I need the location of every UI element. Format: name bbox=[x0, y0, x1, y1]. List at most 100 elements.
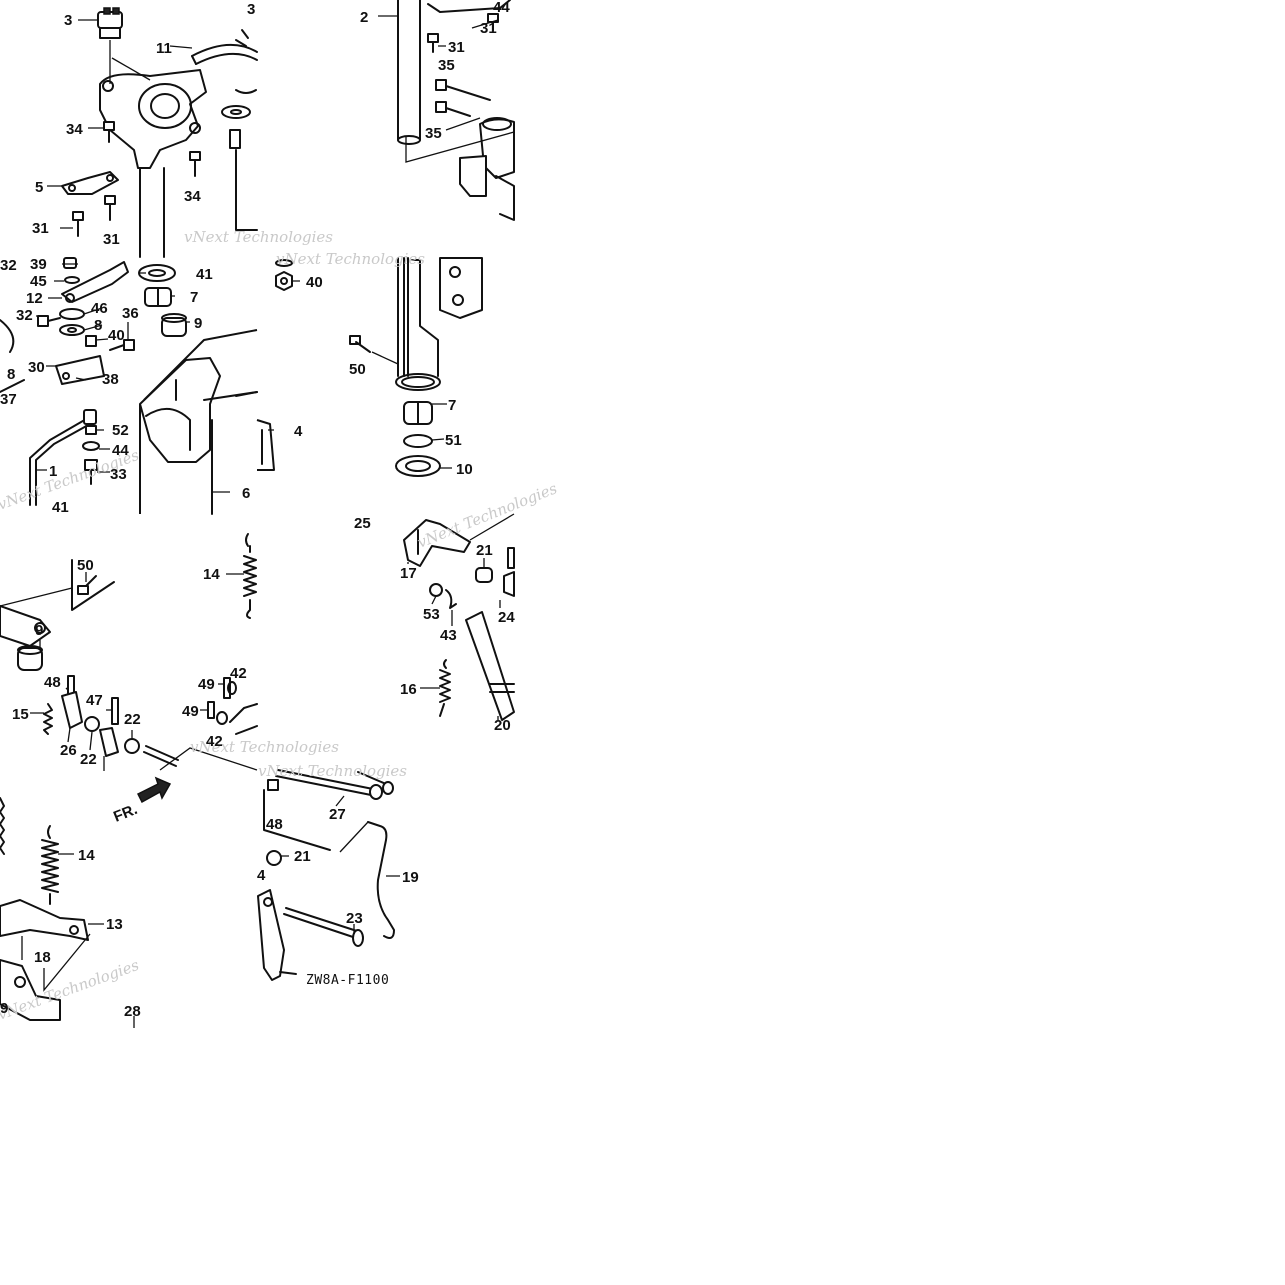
part-nut-39 bbox=[63, 257, 77, 269]
callout: 41 bbox=[52, 499, 69, 516]
callout: 18 bbox=[34, 949, 51, 966]
part-spring-14b bbox=[41, 825, 59, 905]
callout: 4 bbox=[294, 423, 303, 440]
part-band-11 bbox=[191, 43, 258, 65]
callout: 43 bbox=[440, 627, 457, 644]
callout: 42 bbox=[230, 665, 247, 682]
callout: 6 bbox=[242, 485, 250, 502]
callout: 12 bbox=[26, 290, 43, 307]
callout: 3 bbox=[247, 1, 255, 18]
watermark: vNext Technologies bbox=[258, 762, 407, 780]
callout: 22 bbox=[80, 751, 97, 768]
callout: 34 bbox=[66, 121, 83, 138]
callout: 38 bbox=[102, 371, 119, 388]
part-washer-45 bbox=[64, 276, 80, 284]
callout: 31 bbox=[480, 20, 497, 37]
part-right-stack bbox=[221, 29, 258, 231]
part-bush-9 bbox=[161, 313, 187, 337]
part-pin-48b bbox=[263, 779, 331, 851]
callout: 7 bbox=[190, 289, 198, 306]
part-bush-9b bbox=[17, 645, 43, 671]
callout: 9 bbox=[0, 1000, 8, 1017]
part-bolt-36 bbox=[109, 339, 135, 351]
callout: 49 bbox=[198, 676, 215, 693]
callout: 31 bbox=[103, 231, 120, 248]
callout: 25 bbox=[354, 515, 371, 532]
callout: 41 bbox=[196, 266, 213, 283]
callout: 16 bbox=[400, 681, 417, 698]
part-collar-21b bbox=[266, 850, 282, 866]
callout: 50 bbox=[349, 361, 366, 378]
callout: 24 bbox=[498, 609, 515, 626]
part-rod-19 bbox=[367, 821, 395, 939]
callout: 28 bbox=[124, 1003, 141, 1020]
part-spring-14 bbox=[243, 533, 257, 619]
callout: 52 bbox=[112, 422, 129, 439]
callout: 9 bbox=[35, 622, 43, 639]
callout: 20 bbox=[494, 717, 511, 734]
part-arm-13 bbox=[0, 899, 89, 941]
part-bush-7 bbox=[144, 287, 172, 307]
part-clip-3 bbox=[97, 7, 123, 39]
part-spring-left bbox=[0, 797, 5, 855]
callout: 31 bbox=[32, 220, 49, 237]
part-pin-47 bbox=[111, 697, 119, 725]
watermark: vNext Technologies bbox=[276, 250, 425, 268]
callout: 48 bbox=[266, 816, 283, 833]
callout: 35 bbox=[425, 125, 442, 142]
part-bush-21 bbox=[475, 567, 493, 583]
part-bracket-4 bbox=[256, 419, 275, 471]
tile-linkage: vNext Technologies bbox=[0, 533, 339, 771]
part-motor-bracket bbox=[459, 117, 515, 221]
tile-steering-bracket: vNext Technologies bbox=[47, 7, 333, 258]
part-bolt-32 bbox=[37, 315, 61, 327]
callout: 22 bbox=[124, 711, 141, 728]
callout: 48 bbox=[44, 674, 61, 691]
part-lever-17 bbox=[403, 519, 471, 567]
part-pin-top bbox=[507, 547, 515, 569]
part-grease-50 bbox=[349, 335, 371, 353]
callout: 42 bbox=[206, 733, 223, 750]
tile-lower-linkage: vNext Technologies bbox=[0, 776, 172, 1028]
callout: 36 bbox=[122, 305, 139, 322]
part-rod-1 bbox=[29, 409, 97, 506]
part-plate-5 bbox=[61, 171, 119, 195]
callout: 1 bbox=[49, 463, 57, 480]
part-shaft-link bbox=[103, 745, 258, 771]
watermark: vNext Technologies bbox=[190, 738, 339, 756]
callout: 21 bbox=[476, 542, 493, 559]
callout: 30 bbox=[28, 359, 45, 376]
part-grease-50b bbox=[71, 559, 115, 611]
callout: 27 bbox=[329, 806, 346, 823]
part-bolt-34-left bbox=[103, 121, 115, 143]
callout-labels: 3 3 11 34 34 5 31 31 2 44 31 31 35 35 32… bbox=[0, 0, 515, 1020]
part-ring-51 bbox=[403, 434, 433, 448]
part-swivel-case-6 bbox=[139, 329, 258, 515]
part-pin-27 bbox=[275, 769, 394, 800]
part-stack-52-44-33 bbox=[82, 425, 100, 485]
part-nut-53 bbox=[429, 583, 443, 597]
callout: 35 bbox=[438, 57, 455, 74]
part-collars-22 bbox=[84, 716, 140, 757]
callout: 15 bbox=[12, 706, 29, 723]
tile-tilt-rods: vNext Technologies bbox=[257, 762, 407, 981]
callout: 44 bbox=[112, 442, 129, 459]
part-bracket-26 bbox=[61, 691, 83, 729]
callout: 11 bbox=[156, 40, 172, 57]
callout: 40 bbox=[306, 274, 323, 291]
callout: 3 bbox=[64, 12, 72, 29]
callout: 44 bbox=[493, 0, 510, 16]
part-arm-20 bbox=[465, 611, 515, 721]
callout: 37 bbox=[0, 391, 17, 408]
callout: 17 bbox=[400, 565, 417, 582]
part-bolt-31-left bbox=[72, 211, 84, 237]
callout: 7 bbox=[448, 397, 456, 414]
part-bush-7b bbox=[403, 401, 433, 425]
part-bolt-34-right bbox=[189, 151, 201, 177]
part-spring-16 bbox=[439, 659, 451, 717]
callout: 39 bbox=[30, 256, 47, 273]
callout: 33 bbox=[110, 466, 127, 483]
part-bracket-30 bbox=[55, 335, 105, 385]
callout: 14 bbox=[203, 566, 220, 583]
